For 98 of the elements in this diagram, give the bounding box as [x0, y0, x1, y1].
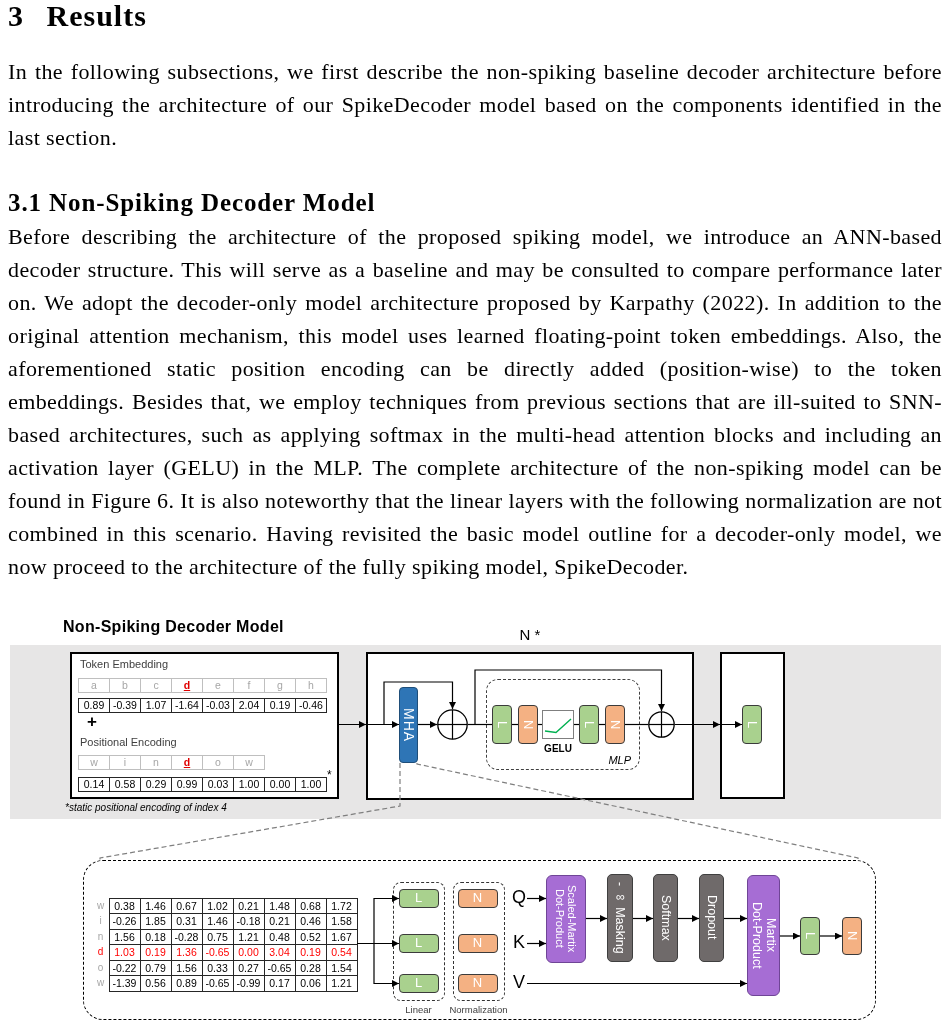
linear-block: L [398, 933, 439, 953]
arrow [356, 942, 400, 987]
value-cell: 0.58 [109, 777, 141, 792]
token-cell: d [171, 755, 203, 770]
value-label: V [511, 972, 527, 994]
value-cell: 0.14 [78, 777, 110, 792]
connector-line [511, 723, 519, 726]
token-cell: o [202, 755, 234, 770]
value-cell: -0.39 [109, 698, 141, 713]
arrow [819, 932, 843, 940]
arrow [526, 940, 547, 947]
value-cell: 0.29 [140, 777, 172, 792]
linear-block: L [398, 888, 439, 908]
key-label: K [511, 932, 527, 954]
row-label: n [96, 929, 105, 944]
norm-block: N [457, 888, 498, 908]
scaled-dot-product-block: Scaled-Martix Dot-Product [545, 874, 586, 963]
table-heading: Token Embedding [80, 657, 169, 671]
value-cell: 0.99 [171, 777, 203, 792]
connector-line [537, 723, 543, 726]
norm-block: N [605, 705, 625, 744]
table-heading: Positional Encoding [80, 735, 177, 749]
body-paragraph: Before describing the architecture of the proposed spiking model, we introduce an ANN-based decoder structure. This will serve as a baseline and may be consulted to compare performance later on. We adopt the decoder-only model architecture proposed by Karpathy (2022). In addition to the original attention mechanism, this model uses learned floating-point token embeddings. Also, the aforementioned static position encoding can be directly added (position-wise) to the token embeddings. Besides that, we employ techniques from previous sections that are ill-suited to SNN-based architectures, such as applying softmax in the multi-head attention blocks and including an activation layer (GELU) in the MLP. The complete architecture of the non-spiking model can be found in Figure 6. It is also noteworthy that the linear layers with the following normalization are not combined in this scenario. Having revisited the basic model outline for a decoder-only model, we now proceed to the architecture of the fully spiking model, SpikeDecoder. [8, 223, 942, 581]
norm-block: N [457, 973, 498, 993]
token-cell: a [78, 678, 110, 693]
token-cell: w [233, 755, 265, 770]
linear-block: L [742, 705, 762, 744]
value-cell: -1.39 [108, 975, 141, 992]
row-label: d [96, 945, 105, 959]
row-label: i [98, 914, 103, 928]
arrow [632, 915, 654, 922]
connector-line [624, 723, 649, 726]
repeat-label: N * [519, 626, 541, 644]
embedding-panel [70, 652, 339, 799]
connector-line [573, 723, 580, 726]
arrow [526, 895, 547, 902]
plus-sign: + [87, 713, 97, 731]
activation-label: GELU [544, 743, 572, 755]
arrow [723, 915, 748, 922]
sum-circle [437, 709, 468, 740]
token-cell: n [140, 755, 172, 770]
norm-block: N [457, 933, 498, 953]
linear-block: L [398, 973, 439, 993]
value-cell: 0.00 [264, 777, 296, 792]
value-cell: -0.03 [202, 698, 234, 713]
value-cell: 0.03 [202, 777, 234, 792]
value-cell: -1.64 [171, 698, 203, 713]
arrow [674, 721, 743, 728]
attention-block: MHA [399, 687, 418, 763]
linear-block: L [579, 705, 599, 744]
value-cell: 1.21 [325, 975, 358, 992]
arrow [585, 915, 608, 922]
value-cell: 0.19 [264, 698, 296, 713]
dot-product-block: Martix Dot-Product [746, 874, 780, 996]
connector-line [598, 723, 606, 726]
mlp-group [486, 679, 640, 770]
figure-title: Non-Spiking Decoder Model [63, 617, 284, 637]
group-label: Linear [405, 1002, 432, 1016]
masking-block: - ∞ Masking [606, 873, 633, 962]
attention-detail-panel [83, 860, 876, 1020]
arrow [417, 721, 438, 728]
arrow [677, 915, 700, 922]
softmax-block: Softmax [652, 873, 678, 962]
body-paragraph: In the following subsections, we first describe the non-spiking baseline decoder architecture before introducing the architecture of our SpikeDecoder model based on the components identified in the last section. [8, 58, 942, 152]
linear-block: L [492, 705, 512, 744]
section-heading: 3 Results [8, 0, 147, 32]
row-label: w [95, 976, 106, 990]
guide-line [416, 762, 859, 861]
query-label: Q [511, 887, 527, 909]
token-cell: d [171, 678, 203, 693]
token-cell: h [295, 678, 327, 693]
guide-line [99, 762, 401, 861]
footnote-mark: * [327, 769, 332, 782]
group-label: Normalization [449, 1002, 508, 1016]
value-cell: 1.00 [295, 777, 327, 792]
arrow [526, 980, 748, 987]
output-block [720, 652, 785, 799]
row-label: w [95, 898, 106, 913]
value-cell: 2.04 [233, 698, 265, 713]
value-cell: 1.00 [233, 777, 265, 792]
group-label: MLP [608, 754, 631, 767]
norm-block: N [841, 916, 862, 955]
sum-circle [648, 711, 675, 738]
row-label: o [96, 960, 105, 975]
token-cell: c [140, 678, 172, 693]
value-cell: 1.07 [140, 698, 172, 713]
arrow [779, 932, 801, 940]
linear-block: L [799, 916, 820, 955]
token-cell: f [233, 678, 265, 693]
token-cell: e [202, 678, 234, 693]
dropout-block: Dropout [698, 873, 724, 962]
token-cell: g [264, 678, 296, 693]
token-cell: b [109, 678, 141, 693]
subsection-heading: 3.1 Non-Spiking Decoder Model [8, 189, 376, 217]
norm-block: N [518, 705, 538, 744]
value-cell: -0.46 [295, 698, 327, 713]
value-cell: 0.89 [78, 698, 110, 713]
token-cell: w [78, 755, 110, 770]
